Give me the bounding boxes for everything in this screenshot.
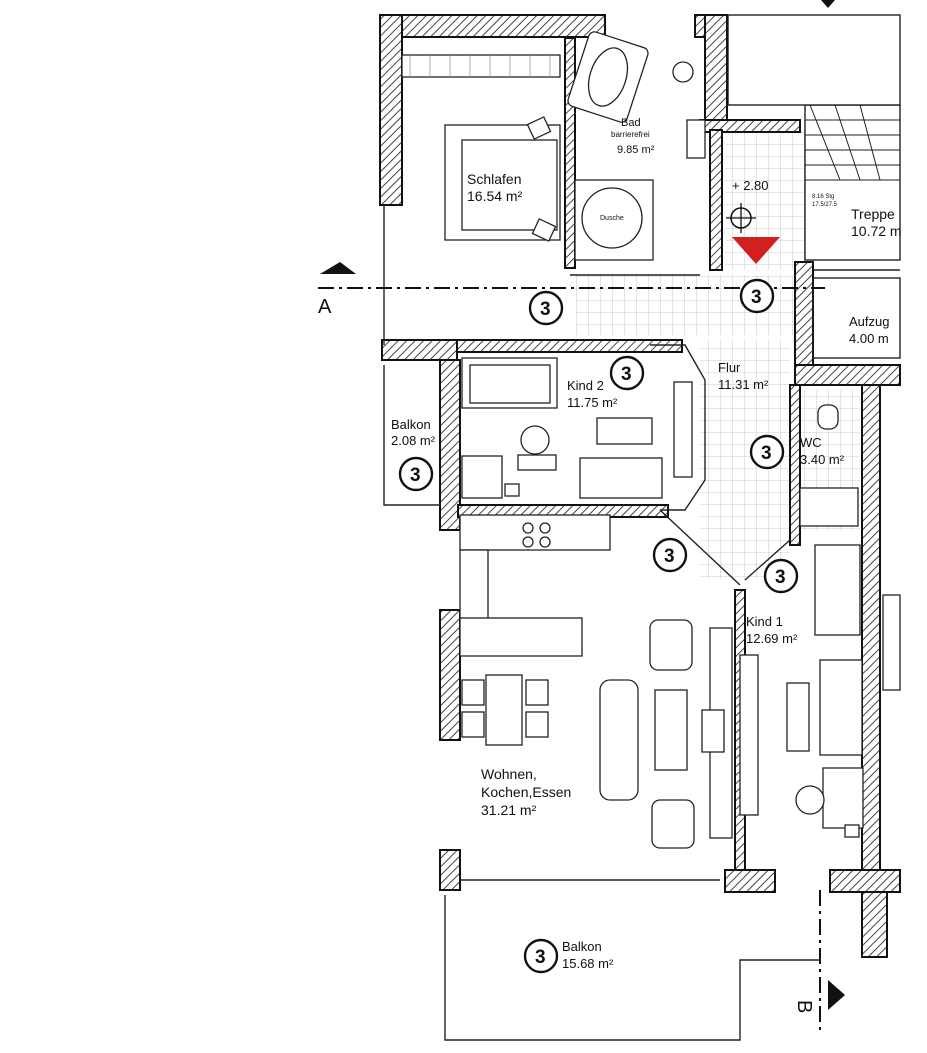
badge-3-wc: 3 xyxy=(749,434,785,470)
svg-text:Bad: Bad xyxy=(621,117,641,129)
svg-text:Aufzug: Aufzug xyxy=(849,314,889,329)
room-label-flur: Flur 11.31 m² xyxy=(718,360,769,392)
svg-text:Kind 2: Kind 2 xyxy=(567,378,604,393)
kind1-furniture xyxy=(739,544,901,838)
svg-text:15.68 m²: 15.68 m² xyxy=(562,956,614,971)
svg-text:Balkon: Balkon xyxy=(562,939,602,954)
svg-text:Wohnen,: Wohnen, xyxy=(481,766,537,782)
svg-text:17.5/27.5: 17.5/27.5 xyxy=(812,202,838,208)
staircase xyxy=(727,14,901,261)
svg-text:11.75 m²: 11.75 m² xyxy=(567,395,618,410)
section-line-a: A xyxy=(318,262,825,318)
svg-text:Schlafen: Schlafen xyxy=(467,171,521,187)
badge-3-hall-left: 3 xyxy=(528,290,564,326)
svg-text:9.85 m²: 9.85 m² xyxy=(617,144,655,156)
room-label-balkon-large: Balkon 15.68 m² xyxy=(562,939,614,971)
room-label-kind1: Kind 1 12.69 m² xyxy=(746,614,798,646)
svg-text:3.40 m²: 3.40 m² xyxy=(800,452,845,467)
badge-3-balkon-small: 3 xyxy=(398,456,434,492)
badge-3-balkon-large: 3 xyxy=(523,938,559,974)
svg-text:Kochen,Essen: Kochen,Essen xyxy=(481,784,571,800)
badge-3-kind1: 3 xyxy=(763,558,799,594)
svg-text:31.21 m²: 31.21 m² xyxy=(481,802,537,818)
section-line-b: B xyxy=(793,0,845,1030)
room-label-kind2: Kind 2 11.75 m² xyxy=(567,378,618,410)
badge-3-hall-right: 3 xyxy=(739,278,775,314)
room-label-schlafen: Schlafen 16.54 m² xyxy=(467,171,523,204)
bathroom-fixtures xyxy=(567,31,859,527)
svg-text:4.00 m: 4.00 m xyxy=(849,331,889,346)
svg-text:8.16 Stg: 8.16 Stg xyxy=(812,194,834,200)
badge-3-kind2: 3 xyxy=(609,355,645,391)
svg-text:3: 3 xyxy=(535,947,546,968)
svg-text:3: 3 xyxy=(410,465,421,486)
svg-text:3: 3 xyxy=(621,364,632,385)
svg-text:+ 2.80: + 2.80 xyxy=(732,178,769,193)
outlines xyxy=(383,205,901,1041)
section-a-label: A xyxy=(318,296,332,318)
bed-schlafen xyxy=(401,54,561,242)
svg-text:3: 3 xyxy=(540,299,551,320)
svg-text:WC: WC xyxy=(800,435,822,450)
svg-text:3: 3 xyxy=(775,567,786,588)
room-label-bad: Bad barrierefrei 9.85 m² Dusche xyxy=(600,117,655,222)
svg-text:Flur: Flur xyxy=(718,360,741,375)
svg-text:12.69 m²: 12.69 m² xyxy=(746,631,798,646)
badge-3-living: 3 xyxy=(652,537,688,573)
room-label-aufzug: Aufzug 4.00 m xyxy=(849,314,889,346)
svg-text:3: 3 xyxy=(751,287,762,308)
svg-text:10.72 m: 10.72 m xyxy=(851,223,902,239)
level-marker-icon xyxy=(726,203,756,233)
svg-text:Balkon: Balkon xyxy=(391,417,431,432)
section-b-label: B xyxy=(793,1000,815,1013)
room-label-treppe: + 2.80 8.16 Stg 17.5/27.5 Treppe 10.72 m xyxy=(732,178,902,239)
svg-text:3: 3 xyxy=(664,546,675,567)
living-furniture xyxy=(459,514,733,849)
svg-text:3: 3 xyxy=(761,443,772,464)
room-label-wohnen: Wohnen, Kochen,Essen 31.21 m² xyxy=(481,766,571,818)
svg-text:11.31 m²: 11.31 m² xyxy=(718,377,769,392)
svg-text:Kind 1: Kind 1 xyxy=(746,614,783,629)
entrance-arrow-icon xyxy=(732,237,780,264)
room-label-wc: WC 3.40 m² xyxy=(800,435,845,467)
svg-text:16.54 m²: 16.54 m² xyxy=(467,188,523,204)
room-label-balkon-small: Balkon 2.08 m² xyxy=(391,417,436,448)
svg-text:Treppe: Treppe xyxy=(851,206,895,222)
svg-text:barrierefrei: barrierefrei xyxy=(611,130,650,139)
kind2-furniture xyxy=(461,357,693,499)
svg-text:Dusche: Dusche xyxy=(600,215,624,222)
svg-text:2.08 m²: 2.08 m² xyxy=(391,433,436,448)
